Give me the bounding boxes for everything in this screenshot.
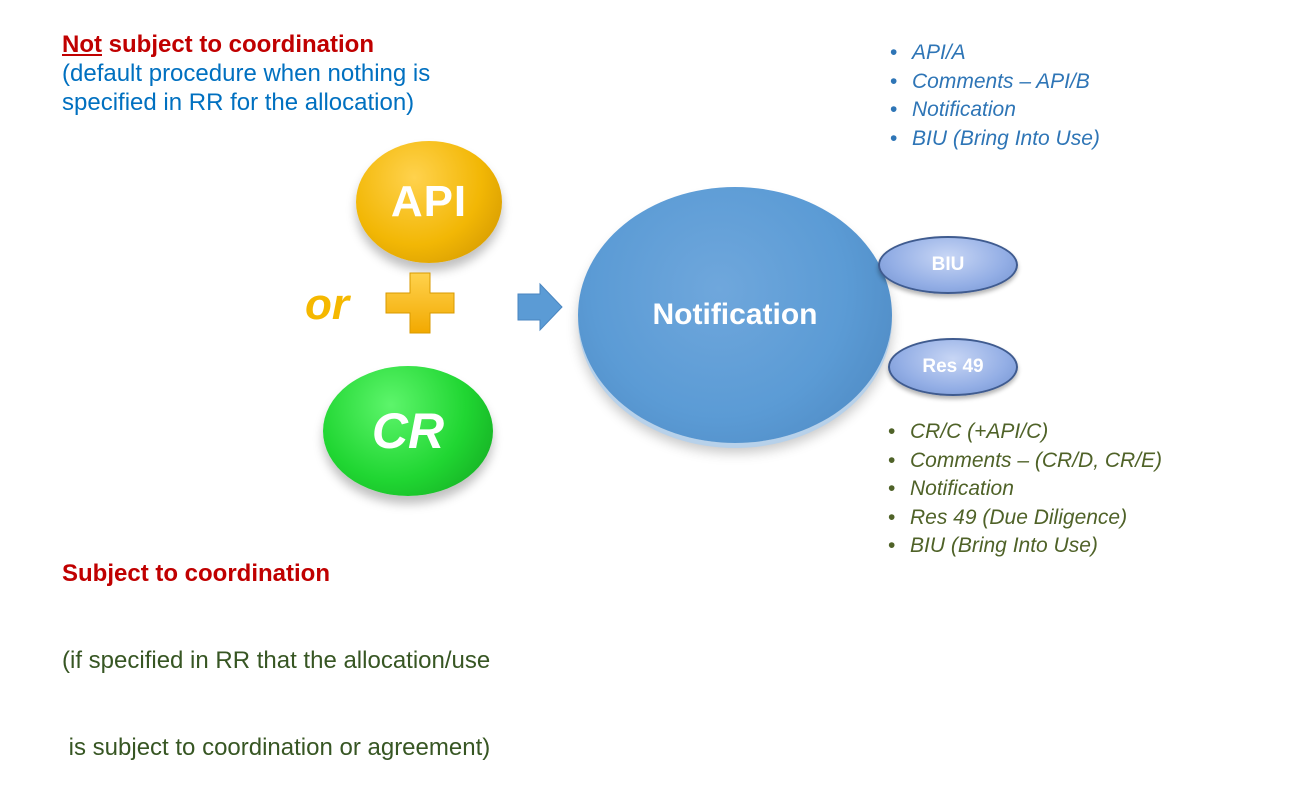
plus-icon bbox=[385, 272, 455, 334]
subject-line-2: (if specified in RR that the allocation/… bbox=[62, 647, 491, 674]
not-subject-line-3: specified in RR for the allocation) bbox=[62, 89, 415, 116]
not-subject-line-2: (default procedure when nothing is bbox=[62, 60, 431, 87]
biu-node: BIU bbox=[878, 236, 1018, 294]
res49-node: Res 49 bbox=[888, 338, 1018, 396]
api-step-item: •Comments – API/B bbox=[888, 68, 1100, 97]
bullet-icon: • bbox=[890, 69, 898, 93]
or-label: or bbox=[305, 280, 349, 329]
notification-node: Notification bbox=[578, 187, 892, 443]
bullet-icon: • bbox=[888, 448, 896, 472]
bullet-icon: • bbox=[890, 98, 898, 121]
subject-line-3: is subject to coordination or agreement) bbox=[62, 734, 491, 761]
not-subject-title: subject to coordination bbox=[101, 31, 374, 58]
api-node: API bbox=[356, 141, 502, 263]
bullet-icon: • bbox=[888, 420, 896, 443]
bullet-icon: • bbox=[888, 477, 896, 500]
api-steps-list: •API/A •Comments – API/B •Notification •… bbox=[888, 39, 1100, 153]
cr-step-item: •Comments – (CR/D, CR/E) bbox=[886, 447, 1162, 476]
notification-node-label: Notification bbox=[652, 298, 818, 331]
subject-heading: Subject to coordination (if specified in… bbox=[62, 501, 490, 791]
bullet-icon: • bbox=[888, 534, 896, 557]
cr-step-item: •Res 49 (Due Diligence) bbox=[886, 504, 1162, 533]
subject-title: Subject to coordination bbox=[62, 560, 330, 587]
bullet-icon: • bbox=[890, 41, 898, 64]
api-step-item: •API/A bbox=[888, 39, 1100, 68]
cr-step-item: •Notification bbox=[886, 475, 1162, 504]
biu-node-label: BIU bbox=[931, 254, 965, 275]
cr-step-item: •CR/C (+API/C) bbox=[886, 418, 1162, 447]
bullet-icon: • bbox=[890, 126, 898, 150]
cr-node-label: CR bbox=[371, 403, 445, 459]
res49-node-label: Res 49 bbox=[922, 356, 984, 377]
cr-node: CR bbox=[323, 366, 493, 496]
not-emphasis: Not bbox=[62, 31, 102, 58]
cr-step-item: •BIU (Bring Into Use) bbox=[886, 532, 1162, 561]
right-arrow-icon bbox=[517, 282, 563, 332]
api-node-label: API bbox=[390, 177, 468, 226]
api-step-item: •Notification bbox=[888, 96, 1100, 125]
cr-steps-list: •CR/C (+API/C) •Comments – (CR/D, CR/E) … bbox=[886, 418, 1162, 561]
bullet-icon: • bbox=[888, 505, 896, 529]
api-step-item: •BIU (Bring Into Use) bbox=[888, 125, 1100, 154]
not-subject-heading: Not subject to coordination (default pro… bbox=[62, 30, 430, 117]
